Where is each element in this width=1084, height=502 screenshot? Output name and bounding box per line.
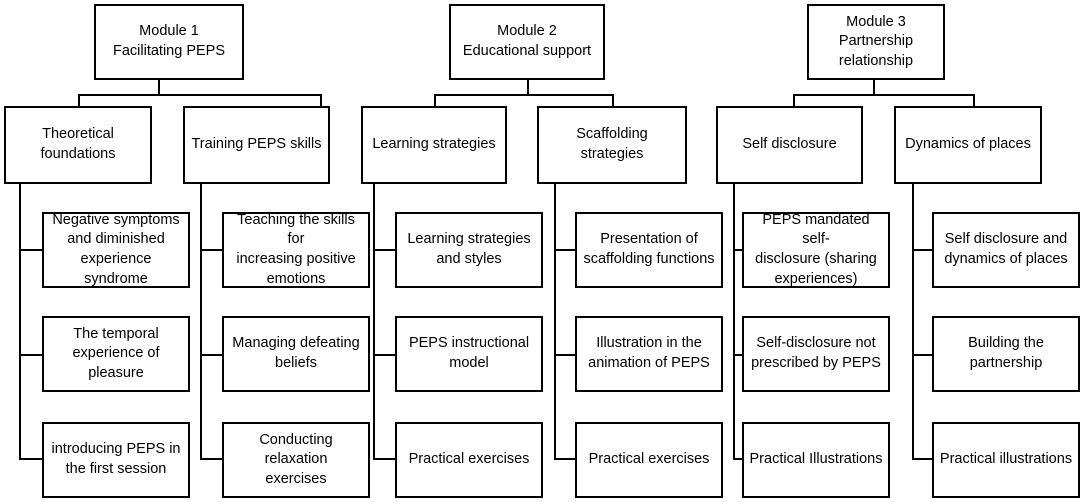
branch-box: Self disclosure (716, 106, 863, 184)
module-1-box: Module 1 Facilitating PEPS (94, 4, 244, 80)
connector (19, 458, 42, 460)
item-label: PEPS mandated self- disclosure (sharing … (755, 211, 877, 287)
branch-box: Scaffolding strategies (537, 106, 687, 184)
module-3-box: Module 3 Partnership relationship (807, 4, 945, 80)
item-box: Learning strategies and styles (395, 212, 543, 288)
item-box: PEPS mandated self- disclosure (sharing … (742, 212, 890, 288)
item-label: Conducting relaxation exercises (259, 431, 333, 487)
branch-title: Dynamics of places (905, 136, 1031, 153)
connector (200, 458, 223, 460)
connector (554, 354, 577, 356)
connector (373, 249, 396, 251)
item-box: Self-disclosure not prescribed by PEPS (742, 316, 890, 392)
item-label: introducing PEPS in the first session (51, 441, 181, 477)
item-label: PEPS instructional model (408, 335, 530, 371)
connector (912, 354, 935, 356)
connector (554, 182, 556, 460)
module-2-title: Module 2 Educational support (462, 23, 592, 59)
module-2-box: Module 2 Educational support (449, 4, 605, 80)
item-label: Practical exercises (588, 451, 710, 468)
item-box: Practical exercises (575, 422, 723, 498)
branch-title: Self disclosure (742, 136, 837, 153)
connector (434, 94, 612, 96)
branch-box: Learning strategies (361, 106, 507, 184)
branch-title: Learning strategies (372, 136, 496, 153)
branch-box: Theoretical foundations (4, 106, 152, 184)
connector (158, 78, 160, 94)
item-box: Presentation of scaffolding functions (575, 212, 723, 288)
item-label: The temporal experience of pleasure (72, 325, 160, 381)
branch-title: Scaffolding strategies (576, 126, 648, 162)
connector (373, 354, 396, 356)
item-label: Learning strategies and styles (407, 231, 531, 267)
connector (554, 458, 577, 460)
item-box: Self disclosure and dynamics of places (932, 212, 1080, 288)
connector (19, 249, 42, 251)
item-label: Managing defeating beliefs (232, 335, 360, 371)
item-box: Illustration in the animation of PEPS (575, 316, 723, 392)
connector (912, 182, 914, 460)
item-label: Negative symptoms and diminished experie… (52, 211, 180, 287)
branch-title: Theoretical foundations (40, 126, 116, 162)
module-3-title: Module 3 Partnership relationship (838, 13, 914, 69)
item-label: Practical exercises (408, 451, 530, 468)
connector (200, 354, 223, 356)
item-box: PEPS instructional model (395, 316, 543, 392)
item-label: Building the partnership (968, 335, 1044, 371)
connector (373, 182, 375, 460)
item-box: introducing PEPS in the first session (42, 422, 190, 498)
connector (200, 249, 223, 251)
connector (793, 94, 795, 106)
connector (373, 458, 396, 460)
connector (912, 458, 935, 460)
connector (19, 354, 42, 356)
connector (873, 78, 875, 94)
item-box: Practical illustrations (932, 422, 1080, 498)
item-box: The temporal experience of pleasure (42, 316, 190, 392)
item-box: Managing defeating beliefs (222, 316, 370, 392)
item-box: Conducting relaxation exercises (222, 422, 370, 498)
connector (200, 182, 202, 460)
connector (527, 78, 529, 94)
connector (19, 182, 21, 460)
item-box: Teaching the skills for increasing posit… (222, 212, 370, 288)
item-label: Teaching the skills for increasing posit… (236, 211, 356, 287)
item-box: Practical exercises (395, 422, 543, 498)
connector (793, 94, 973, 96)
item-box: Practical Illustrations (742, 422, 890, 498)
item-label: Illustration in the animation of PEPS (588, 335, 710, 371)
item-box: Building the partnership (932, 316, 1080, 392)
connector (434, 94, 436, 106)
connector (912, 249, 935, 251)
connector (612, 94, 614, 106)
branch-title: Training PEPS skills (191, 136, 322, 153)
connector (320, 94, 322, 106)
connector (78, 94, 80, 106)
branch-box: Dynamics of places (894, 106, 1042, 184)
branch-box: Training PEPS skills (183, 106, 330, 184)
item-label: Self-disclosure not prescribed by PEPS (751, 335, 881, 371)
module-1-title: Module 1 Facilitating PEPS (112, 23, 226, 59)
connector (733, 182, 735, 460)
item-label: Practical illustrations (939, 451, 1073, 468)
item-label: Self disclosure and dynamics of places (944, 231, 1068, 267)
item-box: Negative symptoms and diminished experie… (42, 212, 190, 288)
item-label: Practical Illustrations (749, 451, 883, 468)
connector (554, 249, 577, 251)
connector (973, 94, 975, 106)
item-label: Presentation of scaffolding functions (583, 231, 715, 267)
connector (78, 94, 320, 96)
